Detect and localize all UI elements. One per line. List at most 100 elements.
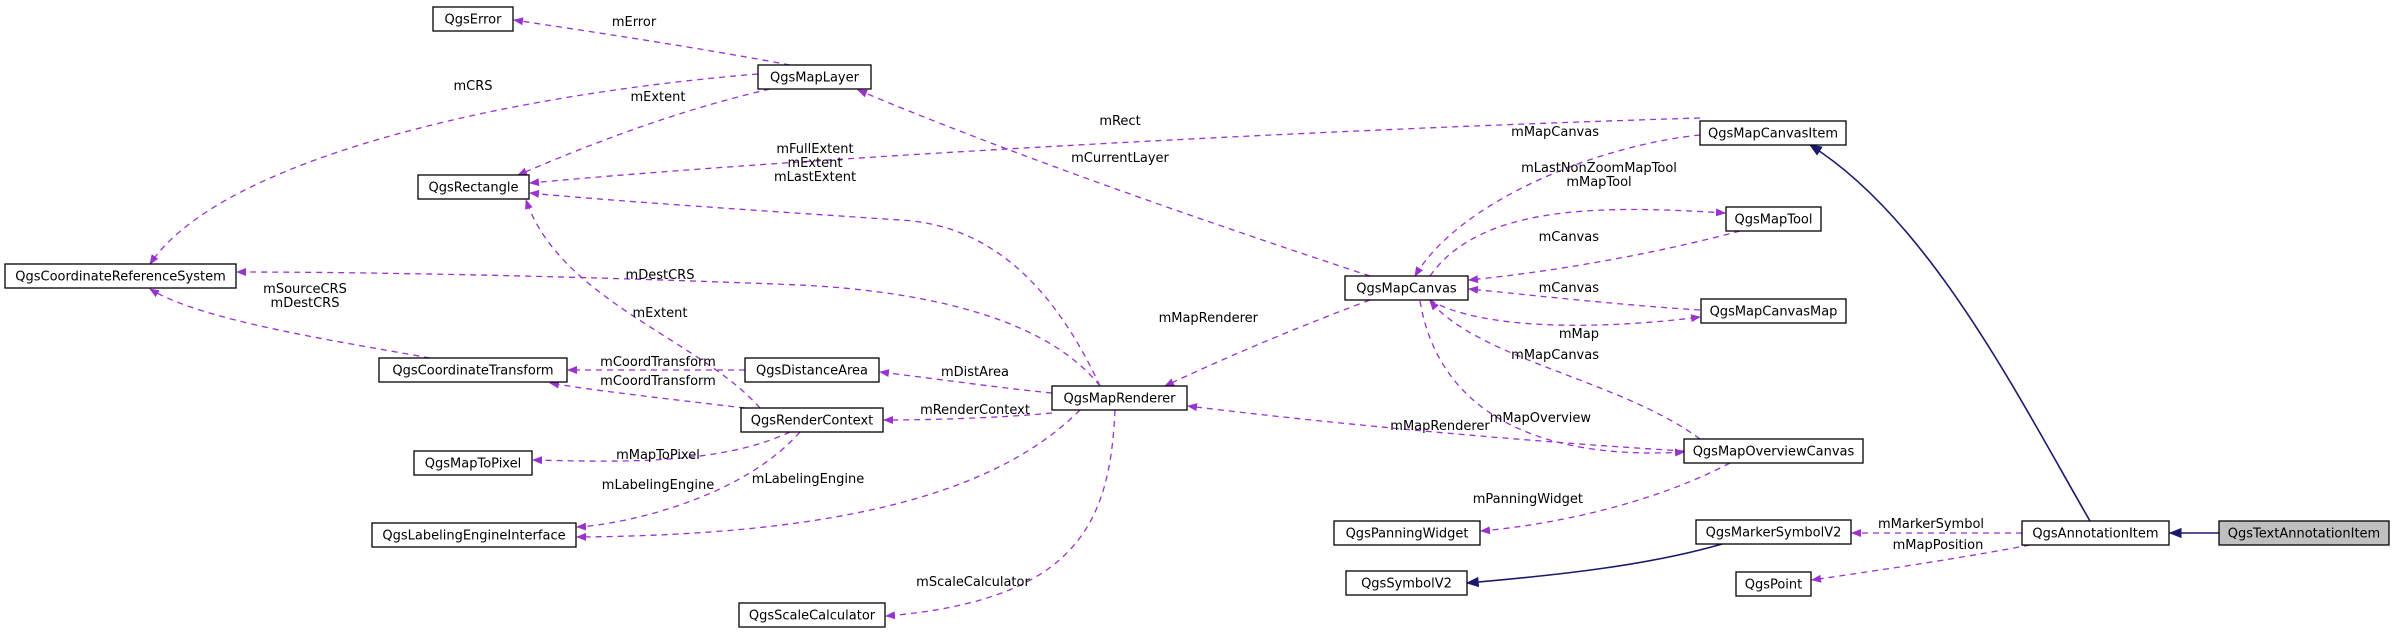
class-node-label: QgsCoordinateTransform [392,364,553,379]
class-node-box [757,64,872,90]
class-node-qgs-marker-symbol-v2[interactable]: QgsMarkerSymbolV2 [1695,519,1852,545]
class-node-qgs-map-tool[interactable]: QgsMapTool [1725,206,1822,232]
class-node-label: QgsMapLayer [770,71,860,86]
edge-line [1811,544,2031,583]
class-node-qgs-map-canvas-map[interactable]: QgsMapCanvasMap [1700,298,1847,324]
edge-qgs-map-canvas-map-to-qgs-map-canvas: mCanvas [1468,281,1701,311]
edge-line [1164,299,1371,387]
edge-qgs-map-renderer-to-qgs-scale-calculator: mScaleCalculator [885,409,1116,620]
edge-qgs-render-context-to-qgs-map-to-pixel: mMapToPixel [532,431,791,465]
edge-qgs-map-overview-canvas-to-qgs-panning-widget: mPanningWidget [1473,462,1731,535]
class-node-qgs-map-layer[interactable]: QgsMapLayer [757,64,872,90]
edge-qgs-render-context-to-qgs-labeling-engine-interface: mLabelingEngine [576,431,801,531]
edge-line [149,73,759,265]
edge-label: mCanvas [1539,281,1600,296]
edge-qgs-map-layer-to-qgs-coordinate-reference-system: mCRS [149,73,759,265]
class-node-box [1699,120,1847,146]
edge-label: mRenderContext [920,403,1030,418]
class-node-qgs-map-overview-canvas[interactable]: QgsMapOverviewCanvas [1683,438,1864,464]
class-node-label: QgsRectangle [428,181,518,196]
edge-qgs-annotation-item-to-qgs-point: mMapPosition [1811,538,2031,583]
class-node-qgs-coordinate-reference-system[interactable]: QgsCoordinateReferenceSystem [4,263,237,289]
edge-qgs-annotation-item-to-qgs-marker-symbol-v2: mMarkerSymbol [1851,517,2022,537]
edge-line [1419,300,1685,457]
edge-label: mLastNonZoomMapTool [1521,161,1677,176]
edge-qgs-map-overview-canvas-to-qgs-map-canvas: mMapCanvas [1429,300,1701,440]
class-node-qgs-coordinate-transform[interactable]: QgsCoordinateTransform [378,357,568,383]
edge-line [549,380,746,409]
edge-label: mMap [1559,327,1599,342]
class-node-box [1695,519,1852,545]
class-node-box [432,6,514,32]
edge-label: mLabelingEngine [752,472,864,487]
edge-line [1187,403,1685,452]
edge-line [236,268,1101,387]
class-node-box [1345,570,1468,596]
edge-label: mFullExtent [776,142,853,157]
edge-line [1414,134,1701,277]
class-node-qgs-panning-widget[interactable]: QgsPanningWidget [1333,520,1481,546]
edge-label: mMapTool [1566,175,1631,190]
class-node-qgs-map-to-pixel[interactable]: QgsMapToPixel [413,450,533,476]
class-node-box [378,357,568,383]
class-node-qgs-map-canvas[interactable]: QgsMapCanvas [1344,275,1469,301]
edge-label: mCRS [453,79,492,94]
edge-line [857,89,1371,277]
class-node-label: QgsScaleCalculator [749,609,876,624]
class-node-qgs-error[interactable]: QgsError [432,6,514,32]
class-node-qgs-rectangle[interactable]: QgsRectangle [417,174,530,200]
edge-line [879,369,1053,394]
class-node-box [1700,298,1847,324]
class-node-qgs-distance-area[interactable]: QgsDistanceArea [744,357,880,383]
class-node-box [1735,571,1812,597]
class-node-qgs-render-context[interactable]: QgsRenderContext [740,407,884,433]
edge-label: mMapCanvas [1511,348,1599,363]
edge-label: mMapToPixel [616,448,700,463]
class-node-qgs-map-renderer[interactable]: QgsMapRenderer [1051,385,1188,411]
edge-qgs-map-overview-canvas-to-qgs-map-renderer: mMapRenderer [1187,403,1685,452]
class-node-label: QgsDistanceArea [756,364,868,379]
class-node-label: QgsRenderContext [751,414,873,429]
edge-line [525,199,761,409]
edge-label: mDestCRS [271,296,340,311]
edge-label: mMapOverview [1490,411,1592,426]
edge-qgs-annotation-item-to-qgs-map-canvas-item [1808,144,2091,522]
edge-line [1465,543,1723,588]
edge-qgs-map-canvas-to-qgs-map-layer: mCurrentLayer [857,89,1371,277]
edge-label: mMapRenderer [1159,311,1259,326]
edge-line [529,117,1701,187]
class-node-box [744,357,880,383]
edge-label: mSourceCRS [263,282,347,297]
edge-qgs-marker-symbol-v2-to-qgs-symbol-v2 [1465,543,1723,588]
edge-label: mCanvas [1539,230,1600,245]
class-node-qgs-text-annotation-item[interactable]: QgsTextAnnotationItem [2218,520,2390,546]
edge-qgs-map-canvas-item-to-qgs-rectangle: mRect [529,114,1701,187]
class-node-qgs-labeling-engine-interface[interactable]: QgsLabelingEngineInterface [371,522,577,548]
class-node-box [2218,520,2390,546]
edge-qgs-map-canvas-item-to-qgs-map-canvas: mMapCanvas [1414,125,1701,277]
class-node-qgs-symbol-v2[interactable]: QgsSymbolV2 [1345,570,1468,596]
class-node-qgs-map-canvas-item[interactable]: QgsMapCanvasItem [1699,120,1847,146]
edge-qgs-map-canvas-to-qgs-map-overview-canvas: mMapOverview [1419,300,1685,457]
class-node-qgs-annotation-item[interactable]: QgsAnnotationItem [2021,520,2170,546]
edge-label: mDestCRS [626,268,695,283]
edge-label: mLabelingEngine [602,478,714,493]
edge-label: mExtent [632,306,687,321]
edge-qgs-map-canvas-to-qgs-map-canvas-map: mMap [1429,299,1701,342]
edge-label: mExtent [787,156,842,171]
class-node-label: QgsMarkerSymbolV2 [1706,526,1842,541]
class-node-box [1725,206,1822,232]
edge-label: mCoordTransform [600,355,716,370]
class-node-label: QgsMapCanvasMap [1710,305,1838,320]
edge-label: mMapCanvas [1511,125,1599,140]
class-node-label: QgsPoint [1745,578,1803,593]
edge-qgs-map-layer-to-qgs-error: mError [513,15,791,66]
class-node-qgs-scale-calculator[interactable]: QgsScaleCalculator [738,602,886,628]
class-node-qgs-point[interactable]: QgsPoint [1735,571,1812,597]
class-node-label: QgsTextAnnotationItem [2228,527,2380,542]
class-node-label: QgsCoordinateReferenceSystem [15,270,225,285]
class-node-label: QgsLabelingEngineInterface [382,529,565,544]
edge-line [576,409,1081,541]
